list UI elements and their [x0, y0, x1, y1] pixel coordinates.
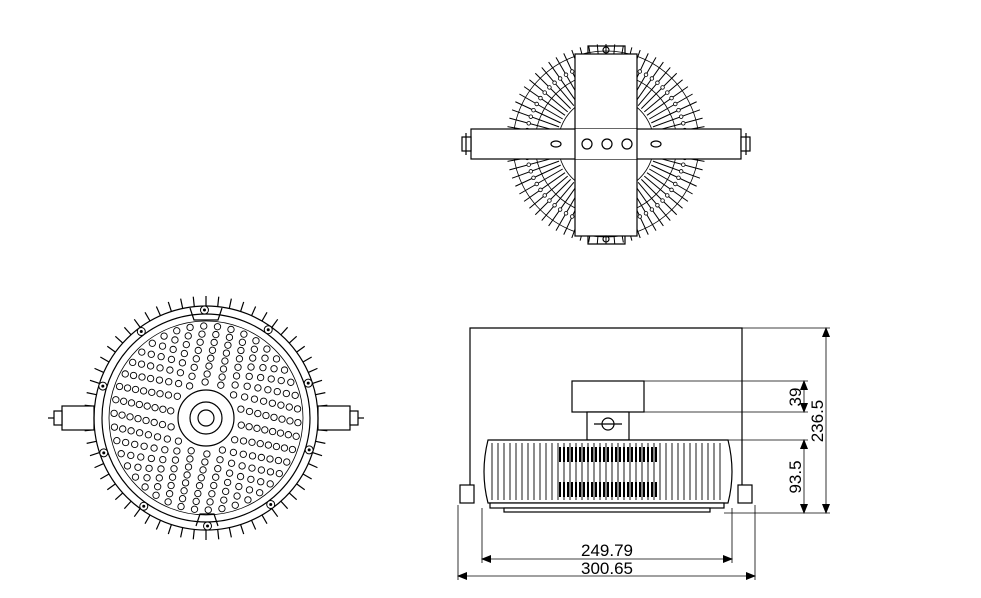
- side-view-fins: [491, 443, 721, 500]
- bottom-view-screws: [98, 305, 314, 531]
- dim-height-body: 93.5: [786, 460, 805, 493]
- dim-width-inner: 249.79: [581, 541, 633, 560]
- bottom-view: [48, 296, 364, 540]
- top-view: [461, 44, 751, 245]
- side-view: 249.79 300.65 39 93.5 236.5: [457, 327, 830, 580]
- dim-width-outer: 300.65: [581, 559, 633, 578]
- driver-box: [571, 380, 645, 413]
- led-array: [110, 322, 302, 514]
- dim-height-bracket: 39: [786, 388, 805, 407]
- dim-height-total: 236.5: [808, 400, 827, 443]
